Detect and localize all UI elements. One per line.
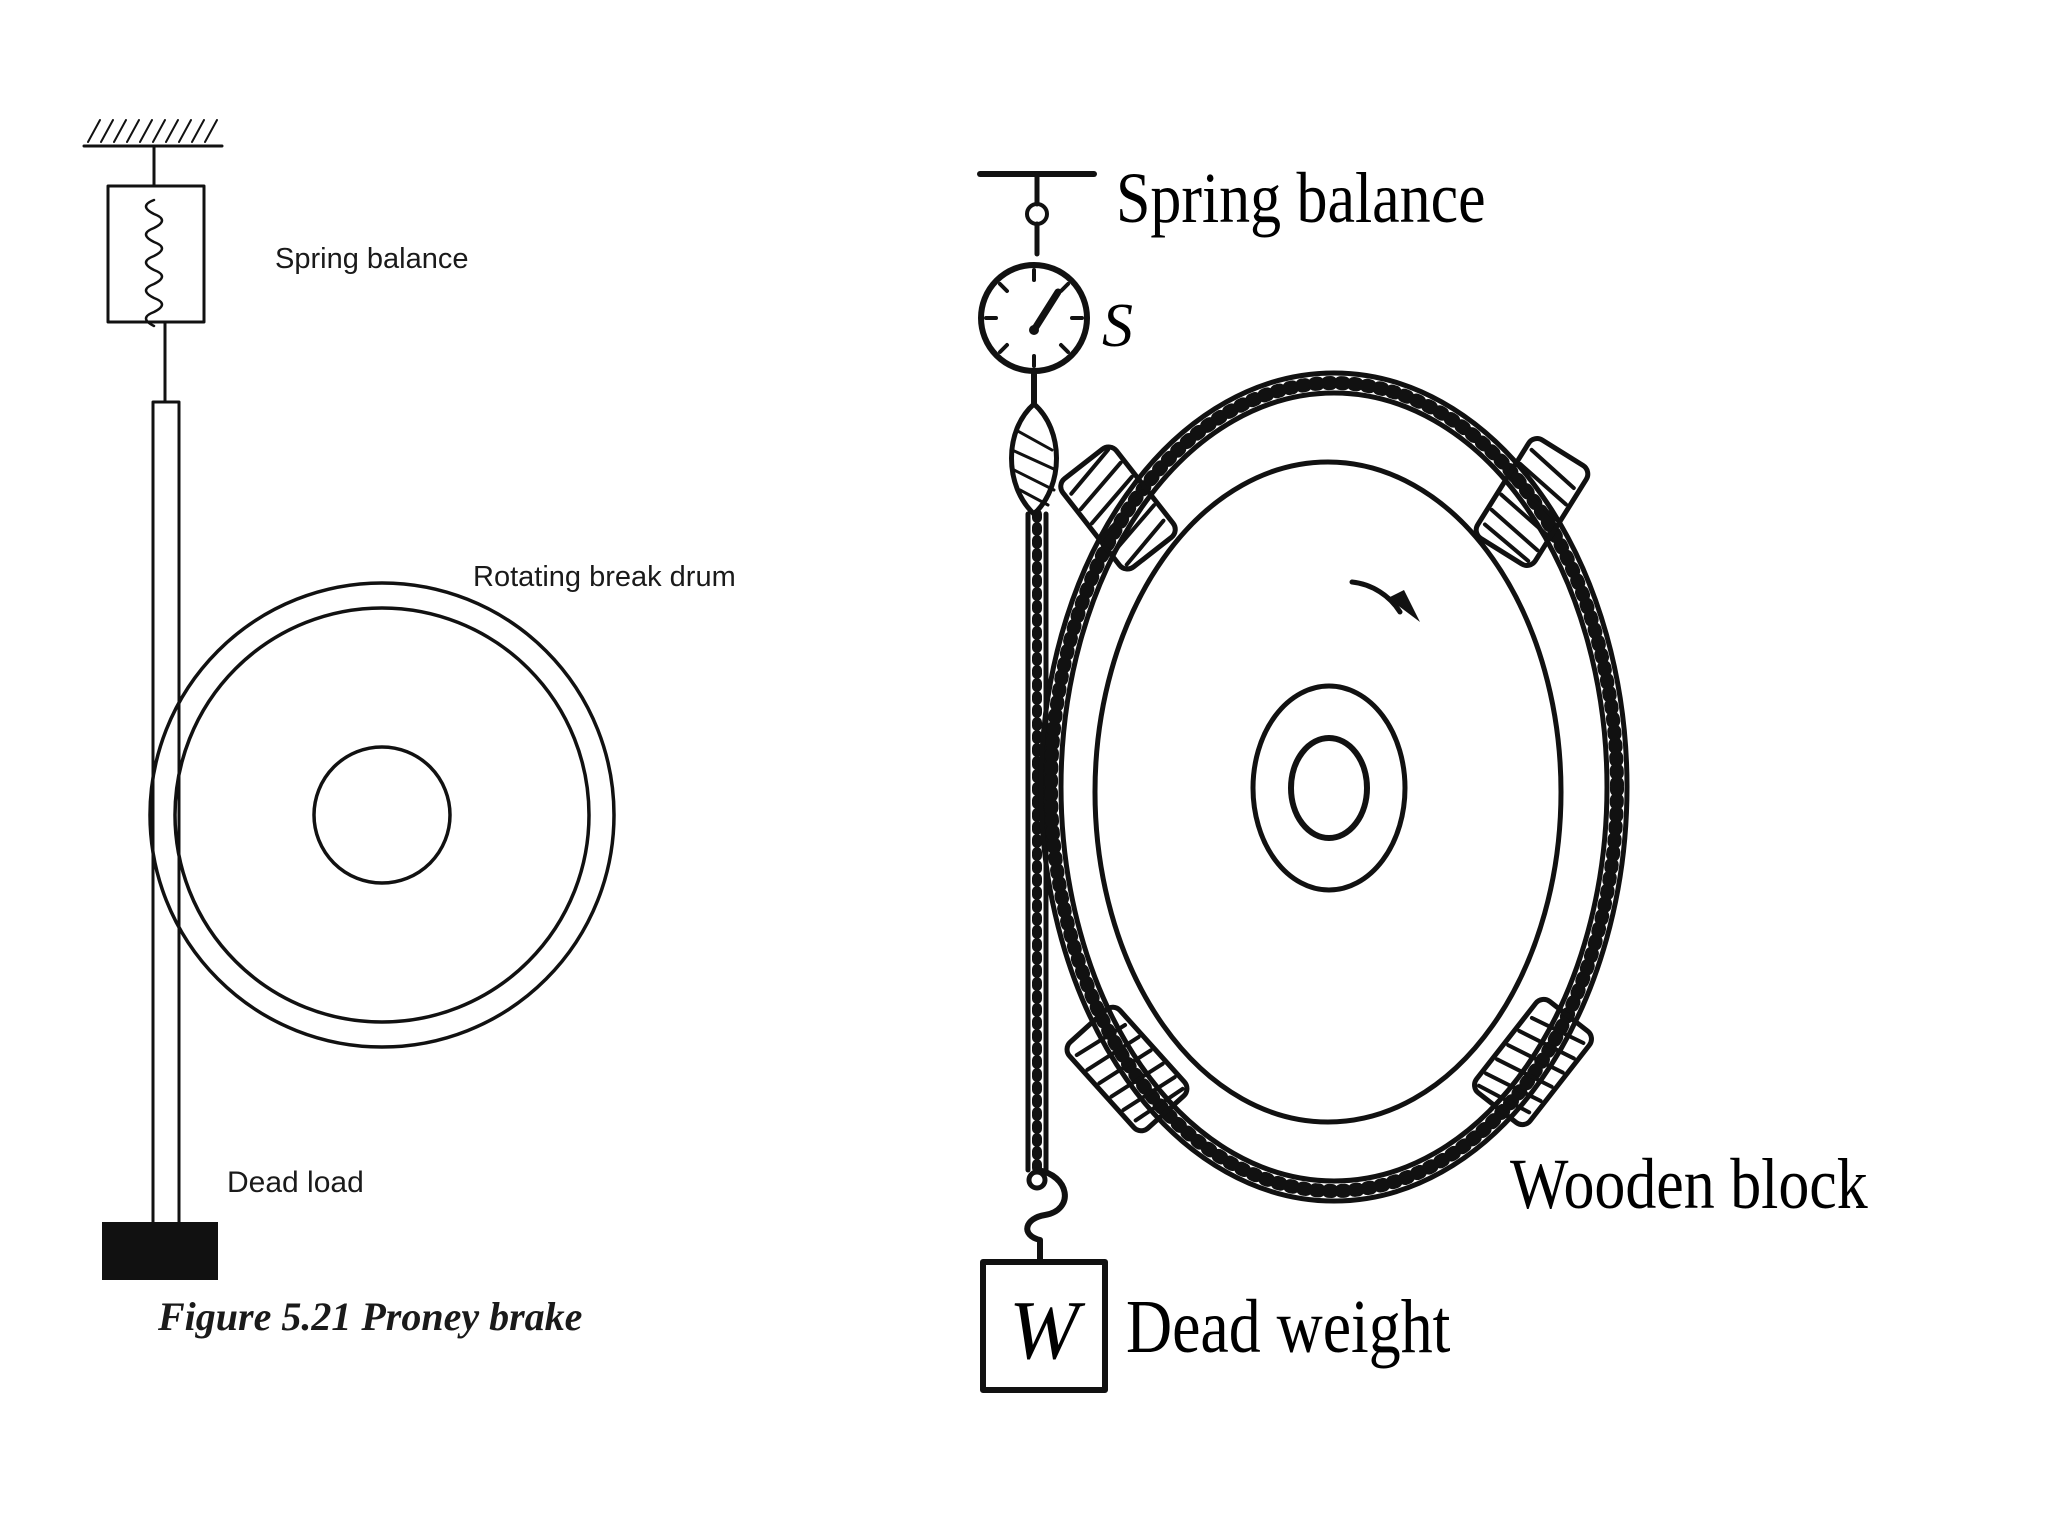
left-label-dead-load: Dead load (227, 1166, 364, 1199)
right-label-s: S (1102, 292, 1133, 360)
wooden-block-bottom-left (1064, 1004, 1190, 1134)
left-figure: Spring balance Rotating break drum Dead … (82, 119, 736, 1339)
right-hook (1024, 1167, 1068, 1265)
left-ceiling-hatch (82, 119, 224, 148)
right-spring-balance-dial (978, 262, 1090, 407)
right-brake-wheel (1038, 370, 1630, 1204)
wooden-block-bottom-right (1472, 996, 1594, 1128)
left-dead-load-block (102, 1222, 218, 1280)
right-dead-weight-box: W (980, 1259, 1108, 1393)
right-wooden-blocks (1058, 436, 1594, 1134)
left-figure-caption: Figure 5.21 Proney brake (157, 1294, 582, 1339)
left-label-rotating-drum: Rotating break drum (473, 561, 736, 593)
wooden-block-top-left (1058, 444, 1178, 572)
wooden-block-top-right (1473, 436, 1591, 568)
left-label-spring-balance: Spring balance (275, 243, 468, 275)
right-label-wooden-block: Wooden block (1510, 1144, 1868, 1224)
right-support-bar (977, 171, 1097, 257)
right-label-dead-weight: Dead weight (1126, 1285, 1451, 1369)
right-figure: W (977, 158, 1868, 1393)
right-label-spring-balance: Spring balance (1116, 158, 1486, 238)
left-rotating-drum (148, 581, 616, 1049)
right-rope-knot (1009, 401, 1059, 517)
left-spring-balance (106, 144, 206, 404)
right-label-w: W (1009, 1284, 1086, 1377)
